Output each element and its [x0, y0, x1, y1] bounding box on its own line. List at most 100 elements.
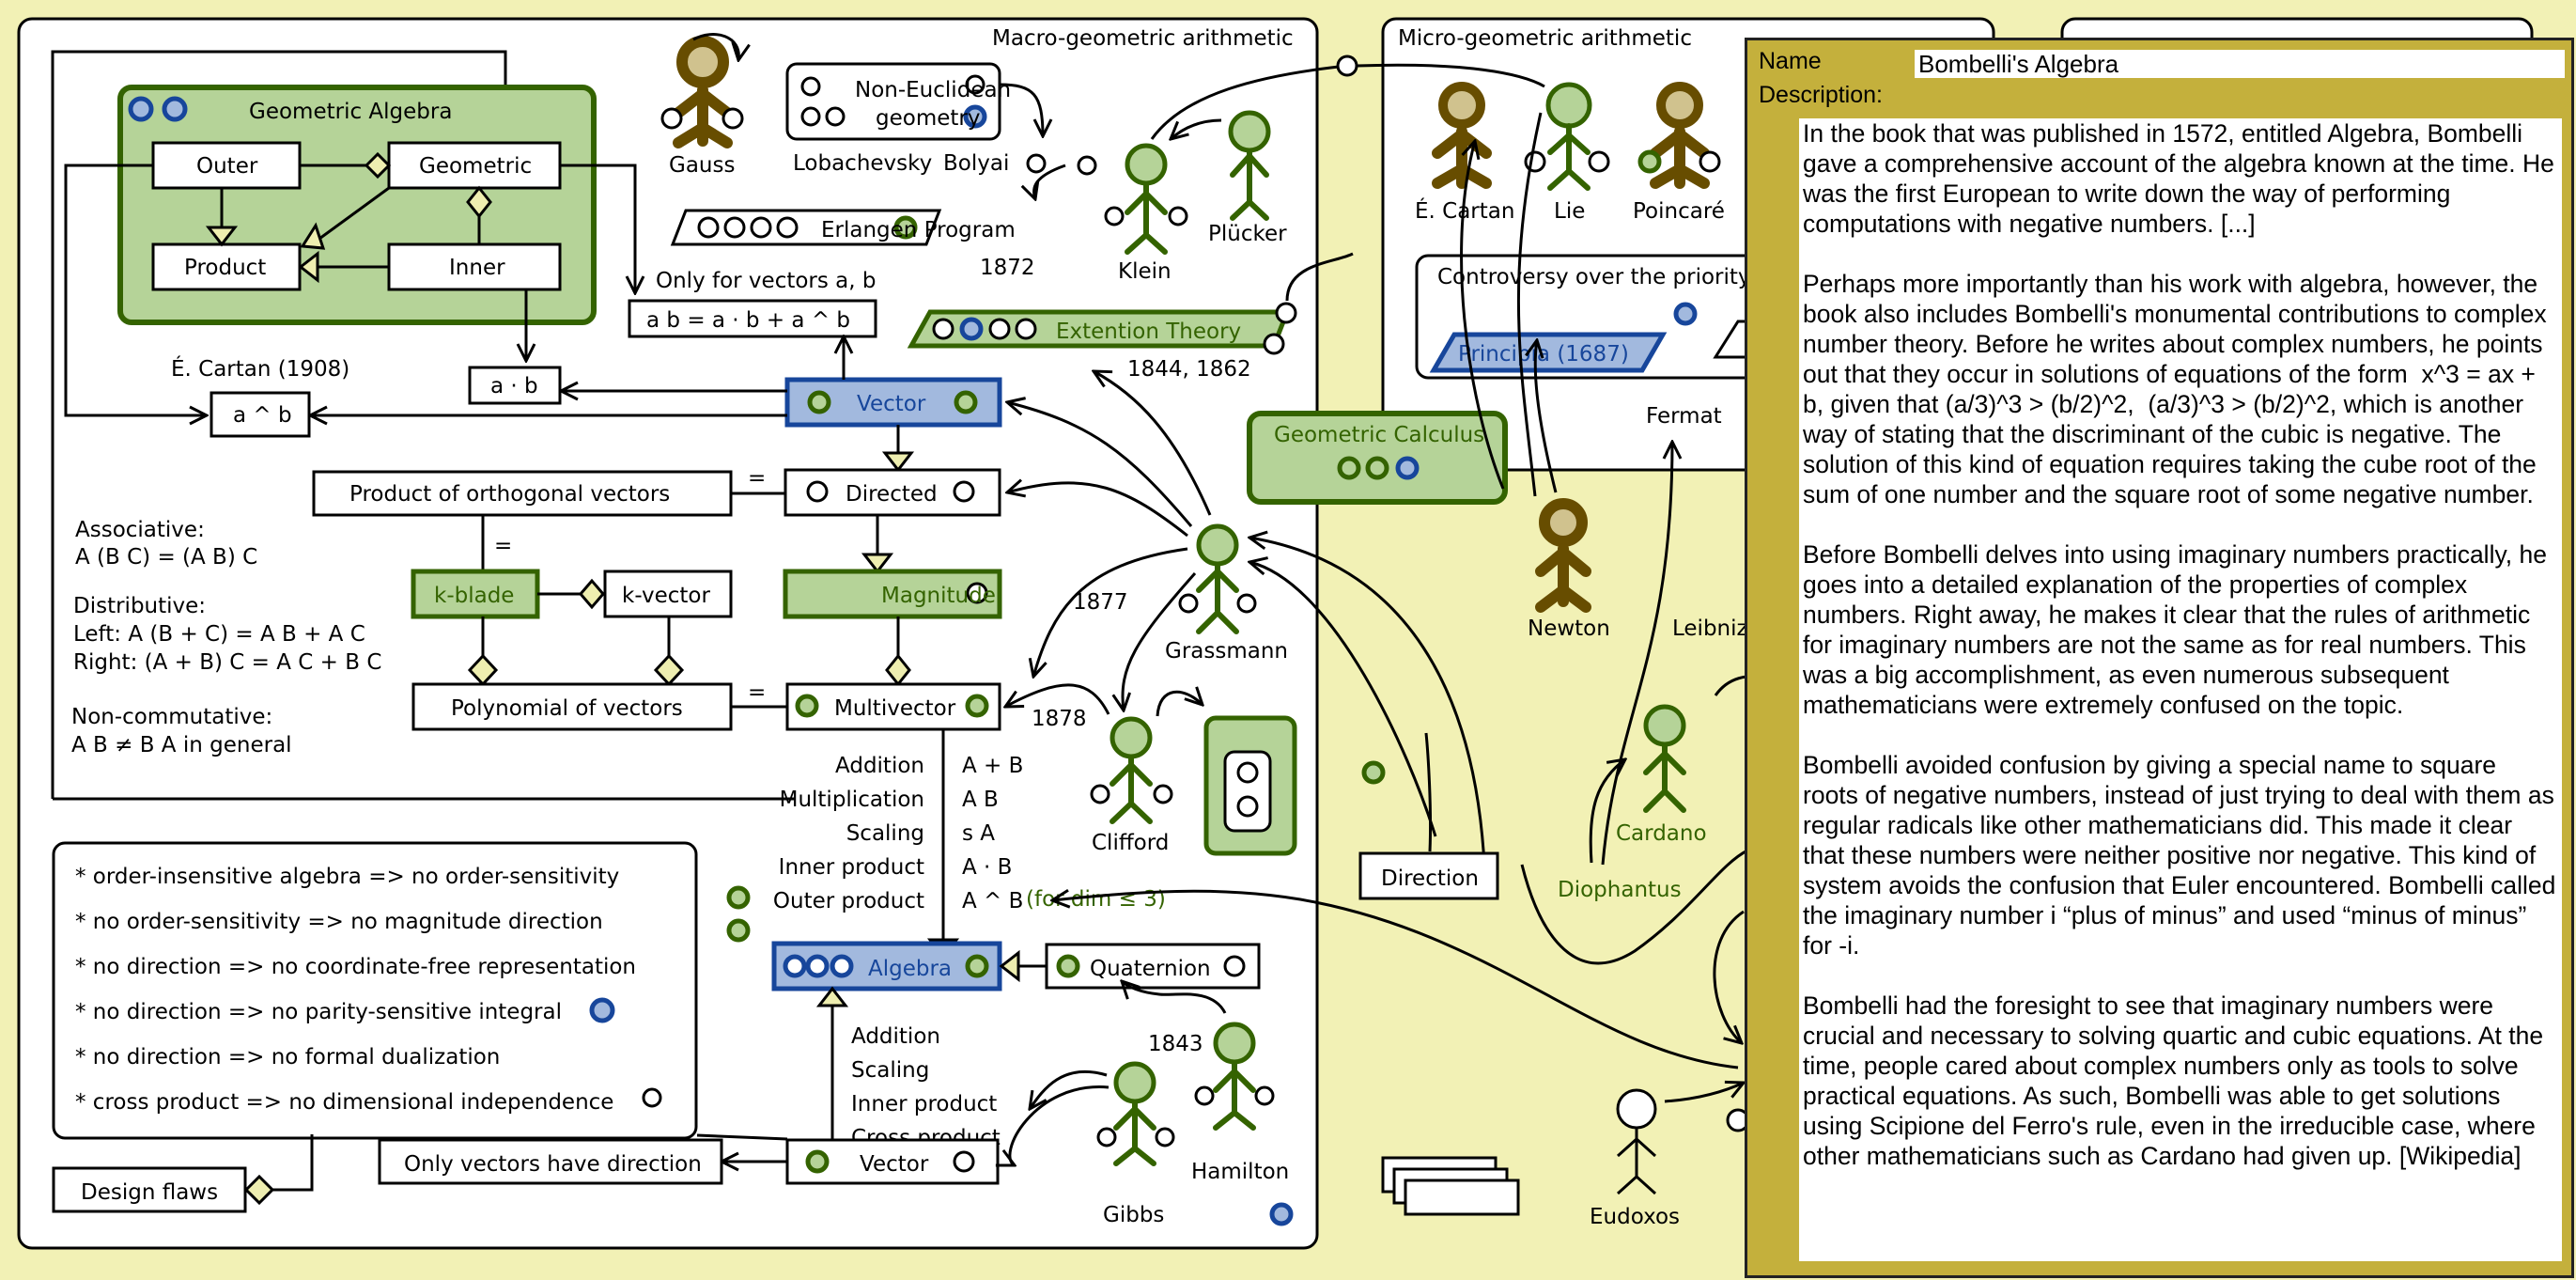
- orthogonal-node[interactable]: Product of orthogonal vectors: [312, 470, 733, 517]
- kvector-node[interactable]: k-vector: [603, 570, 733, 618]
- magnitude-node[interactable]: Magnitude: [783, 569, 1002, 619]
- vector-bottom-label: Vector: [860, 1152, 929, 1177]
- micro-title: Micro-geometric arithmetic: [1398, 26, 1692, 51]
- geometry-label: geometry: [876, 106, 980, 131]
- label-gauss: Gauss: [669, 153, 735, 178]
- dot-node[interactable]: a · b: [468, 366, 562, 405]
- geometric-product-node[interactable]: a b = a · b + a ^ b: [628, 299, 877, 338]
- vector-operation: Inner product: [851, 1092, 997, 1116]
- label-lie: Lie: [1554, 199, 1585, 224]
- principia-label[interactable]: Principia (1687): [1458, 342, 1629, 367]
- wedge-node[interactable]: a ^ b: [209, 391, 311, 438]
- port-circle[interactable]: [1269, 1202, 1294, 1226]
- vector-bottom-node[interactable]: Vector: [785, 1138, 1000, 1185]
- connector: [1285, 252, 1354, 302]
- algebra-node[interactable]: Algebra: [771, 941, 1002, 991]
- label-clifford: Clifford: [1092, 831, 1169, 855]
- connector: [999, 83, 1043, 136]
- connector: [696, 1133, 788, 1141]
- person-grassmann[interactable]: Grassmann: [1165, 523, 1288, 663]
- label-klein: Klein: [1118, 259, 1172, 284]
- person-gauss[interactable]: Gauss: [660, 36, 744, 178]
- connector: [1033, 547, 1188, 677]
- connector: [1424, 732, 1433, 852]
- person-poincare[interactable]: Poincaré: [1633, 82, 1725, 224]
- port-circle[interactable]: [726, 918, 751, 943]
- kblade-node[interactable]: k-blade: [411, 569, 540, 619]
- eq-sign: =: [494, 534, 512, 558]
- name-label: Name: [1759, 48, 1822, 74]
- geometric-algebra-group[interactable]: Geometric Algebra Outer Geometric Produc…: [117, 85, 597, 325]
- dim-note: (for dim ≤ 3): [1026, 887, 1166, 912]
- label-hamilton: Hamilton: [1191, 1160, 1289, 1184]
- label-grassmann: Grassmann: [1165, 639, 1288, 663]
- operation-symbols: A + BA Bs AA · BA ^ B: [962, 754, 1023, 913]
- port-circle[interactable]: [642, 1087, 662, 1108]
- direction-node[interactable]: Direction: [1358, 851, 1499, 900]
- person-lie[interactable]: Lie: [1524, 82, 1610, 224]
- stacked-boxes-icon[interactable]: [1381, 1156, 1520, 1216]
- connector: [560, 164, 635, 293]
- flaw-item: * no direction => no coordinate-free rep…: [75, 955, 636, 979]
- year-1844-1862: 1844, 1862: [1127, 357, 1251, 382]
- clifford-algebra-node[interactable]: [1203, 715, 1297, 856]
- connector: [1030, 1069, 1108, 1109]
- label-bolyai: Bolyai: [943, 151, 1009, 176]
- wedge-label: a ^ b: [233, 403, 292, 428]
- product-label: Product: [184, 256, 266, 280]
- orthogonal-label: Product of orthogonal vectors: [349, 482, 670, 507]
- svg-text:Associative:: Associative:: [75, 518, 205, 542]
- name-field[interactable]: [1915, 50, 2565, 78]
- person-eudoxos[interactable]: Eudoxos: [1590, 1088, 1680, 1229]
- port-circle[interactable]: [589, 997, 615, 1023]
- svg-text:Left: A (B + C) = A B + A C: Left: A (B + C) = A B + A C: [73, 622, 365, 647]
- geometric-calculus-label: Geometric Calculus: [1274, 423, 1484, 447]
- only-vectors-direction-node[interactable]: Only vectors have direction: [378, 1138, 723, 1185]
- connector: [1007, 402, 1193, 527]
- polynomial-node[interactable]: Polynomial of vectors: [411, 682, 733, 731]
- connector: [1520, 849, 1748, 965]
- operation-name: Outer product: [773, 889, 924, 913]
- person-cardano[interactable]: Cardano: [1616, 704, 1707, 846]
- design-flaws-label: Design flaws: [81, 1180, 218, 1205]
- connector: [1094, 371, 1212, 516]
- port-circle[interactable]: [1361, 760, 1386, 785]
- connector: [64, 164, 207, 415]
- svg-text:Right: (A + B) C = A C + B C: Right: (A + B) C = A C + B C: [73, 650, 381, 675]
- connector: [692, 33, 738, 60]
- erlangen-node[interactable]: Erlangen Program: [670, 209, 1016, 246]
- person-klein[interactable]: Klein: [1104, 143, 1188, 284]
- connector: [1052, 891, 1739, 1069]
- person-hamilton[interactable]: Hamilton: [1191, 1022, 1289, 1184]
- directed-node[interactable]: Directed: [784, 468, 1001, 517]
- vector-top-node[interactable]: Vector: [784, 377, 1002, 428]
- quaternion-label: Quaternion: [1090, 957, 1211, 981]
- inner-label: Inner: [449, 256, 505, 280]
- person-newton[interactable]: Newton: [1528, 498, 1610, 641]
- person-gibbs[interactable]: Gibbs: [1096, 1061, 1175, 1227]
- multivector-node[interactable]: Multivector: [785, 682, 1001, 731]
- svg-text:A B ≠ B A in general: A B ≠ B A in general: [71, 733, 292, 757]
- person-plucker[interactable]: Plücker: [1208, 110, 1287, 246]
- vector-operation: Scaling: [851, 1058, 929, 1083]
- connector: [1156, 692, 1203, 717]
- design-flaws-node[interactable]: Design flaws: [52, 1166, 247, 1213]
- port-circle[interactable]: [726, 885, 751, 910]
- operation-name: Multiplication: [780, 788, 924, 812]
- flaws-note[interactable]: [52, 841, 698, 1140]
- person-clifford[interactable]: Clifford: [1090, 716, 1173, 855]
- non-euclidean-node[interactable]: Non-Euclidean geometry: [785, 62, 1011, 141]
- controversy-title: Controversy over the priority of: [1437, 265, 1779, 289]
- svg-text:A (B C) = (A B) C: A (B C) = (A B) C: [75, 545, 257, 570]
- year-1877: 1877: [1073, 590, 1128, 615]
- connector: [1122, 981, 1227, 1014]
- label-gibbs: Gibbs: [1103, 1203, 1164, 1227]
- description-field[interactable]: In the book that was published in 1572, …: [1799, 118, 2562, 1261]
- quaternion-node[interactable]: Quaternion: [1045, 943, 1261, 990]
- extension-theory-node[interactable]: Extention Theory: [907, 302, 1297, 355]
- connector: [1713, 910, 1745, 1043]
- geometric-calculus-node[interactable]: Geometric Calculus: [1247, 411, 1508, 505]
- flaw-item: * order-insensitive algebra => no order-…: [75, 865, 619, 889]
- only-vectors-note: Only for vectors a, b: [656, 269, 877, 293]
